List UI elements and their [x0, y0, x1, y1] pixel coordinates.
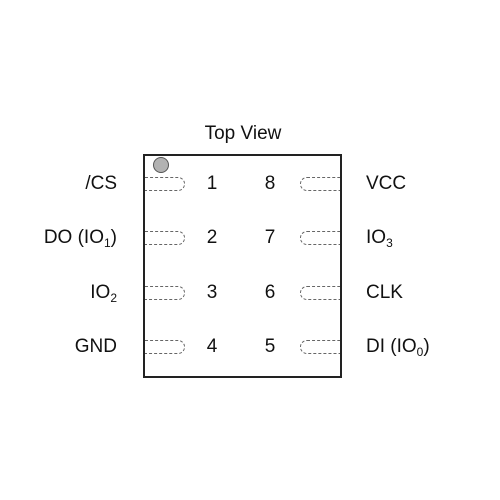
pad-pin-8 [300, 177, 340, 191]
pin-label-5: DI (IO0) [366, 336, 430, 359]
pad-pin-2 [145, 231, 185, 245]
pin-label-1: /CS [85, 173, 117, 194]
pin-number-2: 2 [206, 227, 218, 248]
diagram-title: Top View [204, 123, 282, 144]
pin-number-7: 7 [264, 227, 276, 248]
pin1-indicator-dot [153, 157, 169, 173]
pad-pin-7 [300, 231, 340, 245]
pin-number-5: 5 [264, 336, 276, 357]
pin-label-7: IO3 [366, 227, 393, 250]
pin-number-8: 8 [264, 173, 276, 194]
pin-label-4: GND [74, 336, 117, 357]
pad-pin-4 [145, 340, 185, 354]
pin-label-2: DO (IO1) [43, 227, 117, 250]
pin-number-3: 3 [206, 282, 218, 303]
pad-pin-6 [300, 286, 340, 300]
pin-number-1: 1 [206, 173, 218, 194]
pad-pin-1 [145, 177, 185, 191]
pin-label-6: CLK [366, 282, 403, 303]
pad-pin-5 [300, 340, 340, 354]
pin-label-3: IO2 [90, 282, 117, 305]
pin-number-6: 6 [264, 282, 276, 303]
pin-number-4: 4 [206, 336, 218, 357]
pin-label-8: VCC [366, 173, 407, 194]
pad-pin-3 [145, 286, 185, 300]
